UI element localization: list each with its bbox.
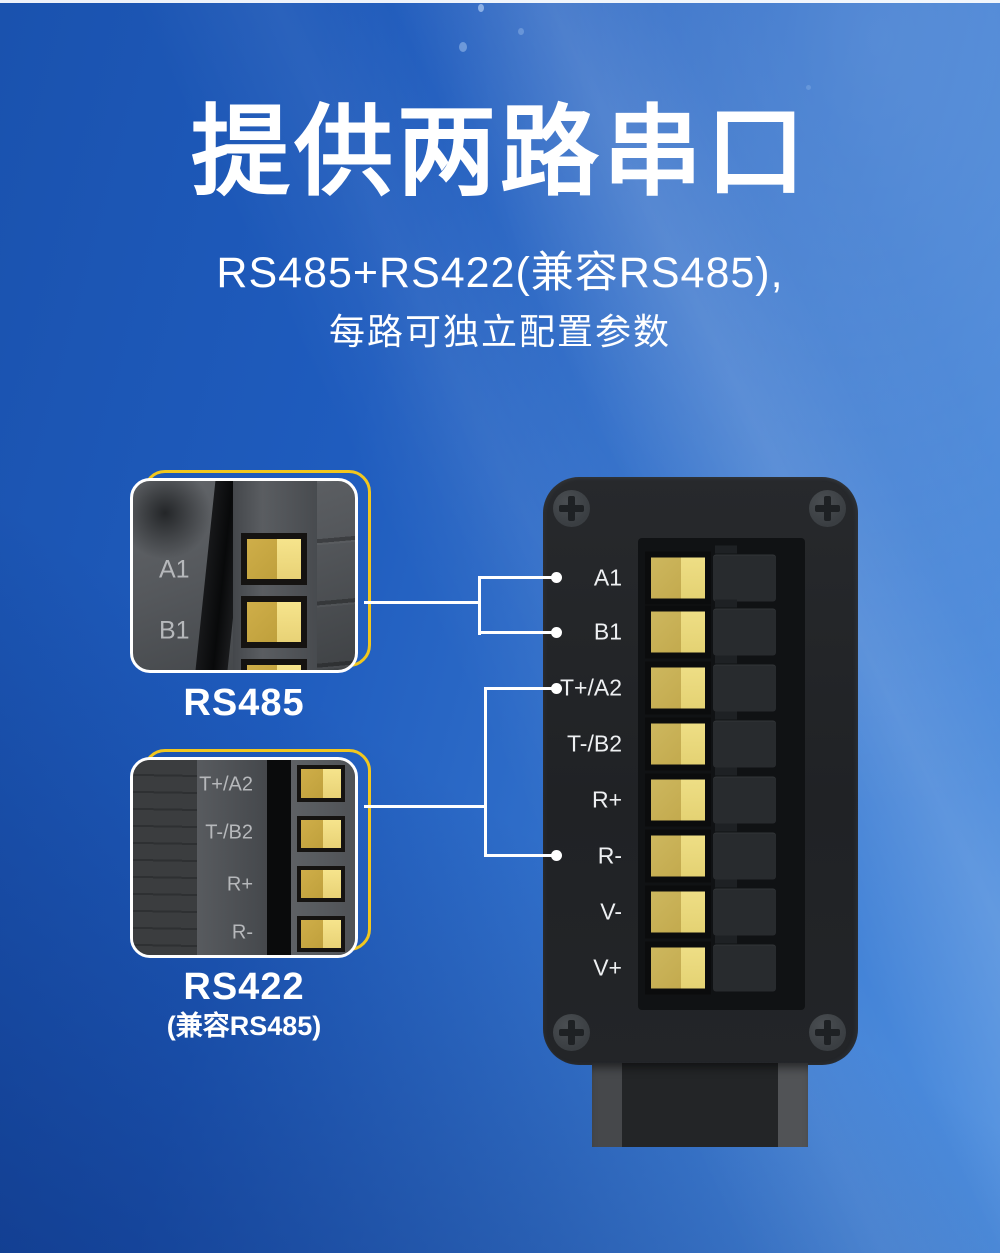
- connector-line: [480, 576, 552, 579]
- terminal-block: [645, 605, 711, 659]
- bokeh-dot: [463, 131, 468, 137]
- terminal-socket: [713, 879, 776, 936]
- subtitle-line1: RS485+RS422(兼容RS485),: [216, 249, 784, 297]
- connector-line: [486, 687, 552, 690]
- photo-shadow-blob: [133, 481, 213, 561]
- pin-label: B1: [159, 616, 190, 645]
- gold-terminal: [297, 866, 345, 902]
- terminal-label: R+: [591, 786, 622, 813]
- heatsink-fins: [133, 760, 197, 955]
- rs422-closeup-photo: T+/A2 T-/B2 R+ R-: [130, 757, 358, 958]
- connector-line: [364, 805, 486, 808]
- terminal-socket: [713, 599, 776, 656]
- gold-terminal: [297, 765, 345, 802]
- terminal-block: [645, 885, 711, 939]
- terminal-block: [645, 661, 711, 715]
- connector-line: [364, 601, 480, 604]
- terminal-label: V+: [593, 954, 622, 981]
- inset-subcaption-rs422: (兼容RS485): [166, 1011, 322, 1041]
- inset-rs422: T+/A2 T-/B2 R+ R- RS422 (兼容RS485): [130, 749, 371, 1041]
- terminal-label: T-/B2: [567, 730, 622, 757]
- connector-dot: [551, 572, 562, 583]
- terminal-block: [645, 941, 711, 995]
- bokeh-dot: [459, 42, 467, 52]
- screw-icon: [809, 1014, 846, 1051]
- label-column: [197, 760, 267, 955]
- terminal-label: R-: [597, 842, 622, 869]
- connector-dot: [551, 683, 562, 694]
- terminal-socket: [713, 545, 776, 602]
- connector-dot: [551, 627, 562, 638]
- terminal-socket: [713, 711, 776, 768]
- device-panel: A1 B1 T+/A2 T-/B2 R+ R-: [543, 477, 858, 1065]
- terminal-block: [645, 773, 711, 827]
- pin-label: A1: [159, 555, 190, 584]
- inset-caption-rs485: RS485: [183, 682, 305, 724]
- rs485-closeup-photo: A1 B1: [130, 478, 358, 673]
- panel-grooves: [317, 481, 355, 670]
- terminal-block: [645, 551, 711, 605]
- connector-dot: [551, 850, 562, 861]
- connector-line: [486, 854, 552, 857]
- pin-label: T+/A2: [199, 773, 253, 796]
- pin-label: R+: [226, 873, 253, 896]
- gold-terminal: [241, 533, 307, 585]
- page-title: 提供两路串口: [191, 96, 809, 207]
- pin-label: R-: [231, 921, 253, 944]
- bokeh-dot: [806, 85, 811, 90]
- bokeh-dot: [518, 28, 524, 35]
- inset-rs485: A1 B1 RS485: [130, 470, 371, 724]
- terminal-label: T+/A2: [559, 674, 622, 701]
- subtitle-line2: 每路可独立配置参数: [328, 311, 671, 352]
- terminal-socket: [713, 935, 776, 992]
- terminal-block: [645, 717, 711, 771]
- terminal-label: V-: [600, 898, 622, 925]
- device-mount-extension: [592, 1063, 808, 1147]
- connector-line: [480, 631, 552, 634]
- dark-gap: [267, 760, 291, 955]
- gold-terminal: [297, 816, 345, 852]
- gold-terminal: [241, 659, 307, 670]
- screw-icon: [553, 1014, 590, 1051]
- gold-terminal: [297, 916, 345, 952]
- terminal-socket: [713, 655, 776, 712]
- terminal-label: A1: [593, 564, 622, 591]
- connector-line: [478, 576, 481, 635]
- top-edge-strip: [0, 0, 1000, 3]
- pin-label: T-/B2: [205, 821, 253, 844]
- inset-caption-rs422: RS422: [183, 966, 305, 1008]
- screw-icon: [809, 490, 846, 527]
- terminal-label: B1: [593, 618, 622, 645]
- terminal-socket: [713, 767, 776, 824]
- terminal-block: [645, 829, 711, 883]
- terminal-socket: [713, 823, 776, 880]
- connector-line: [484, 687, 487, 857]
- bokeh-dot: [478, 4, 484, 12]
- gold-terminal: [241, 596, 307, 648]
- screw-icon: [553, 490, 590, 527]
